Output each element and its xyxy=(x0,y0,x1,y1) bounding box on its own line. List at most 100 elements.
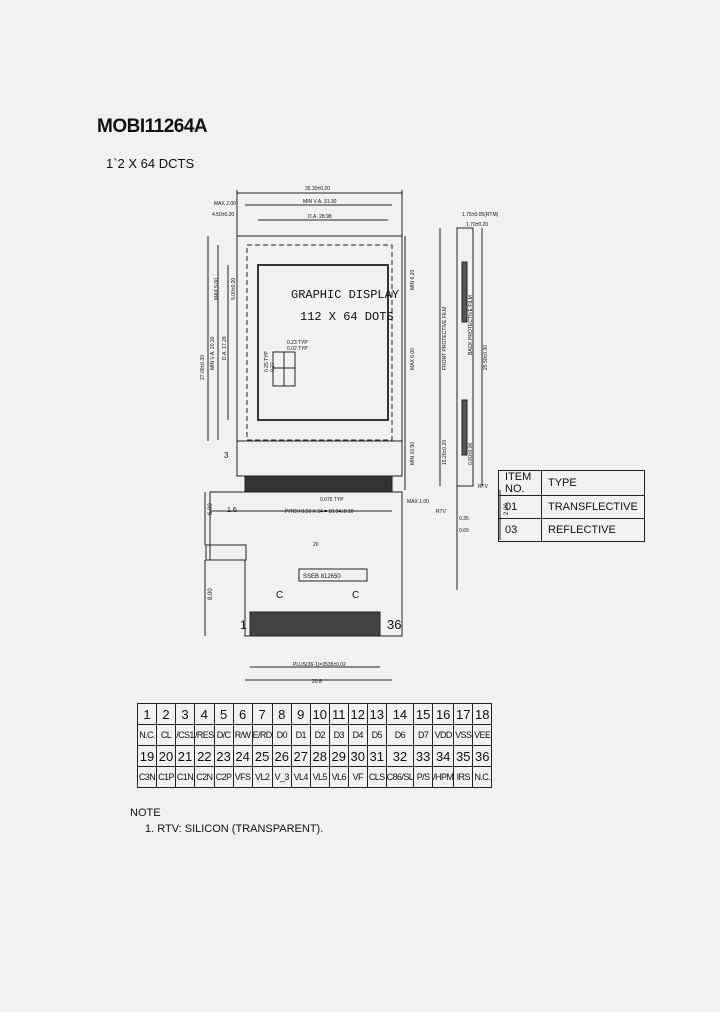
pin-number-cell: 18 xyxy=(472,703,493,725)
pin-number-cell: 12 xyxy=(347,703,368,725)
note-item: 1. RTV: SILICON (TRANSPARENT). xyxy=(145,823,324,835)
fpc-label-box xyxy=(298,568,368,582)
pin-number-cell: 27 xyxy=(290,745,311,767)
fpc-tab xyxy=(205,544,247,561)
pin-signal-cell: C86/SL xyxy=(385,766,415,788)
display-line-2: 112 X 64 DOTS xyxy=(300,310,394,324)
pin-signal-cell: E/RD xyxy=(251,724,273,746)
pin-signal-cell: C1N xyxy=(175,766,195,788)
pin-signal-cell: VL4 xyxy=(290,766,311,788)
dim-lead-h: 3 xyxy=(224,451,229,460)
dim-fpc-bottom-b: 20.8 xyxy=(312,679,322,685)
pin-signal-cell: D1 xyxy=(290,724,311,746)
dim-dot-top-a: 0.23 TYP xyxy=(287,340,308,346)
side-view-body xyxy=(456,227,474,487)
pin-signal-cell: VFS xyxy=(232,766,253,788)
side-front-film xyxy=(461,261,468,323)
pin-signal-cell: VL5 xyxy=(309,766,330,788)
pin-signal-cell: N.C. xyxy=(472,766,493,788)
pin-number-cell: 28 xyxy=(309,745,330,767)
pin-number-cell: 24 xyxy=(232,745,253,767)
dim-max-100: MAX 1.00 xyxy=(407,499,429,505)
side-back-film xyxy=(461,399,468,456)
connector-mark-left: C xyxy=(276,590,283,601)
pin-signal-cell: VL6 xyxy=(328,766,349,788)
model-title: MOBI11264A xyxy=(97,116,208,137)
pin-number-cell: 36 xyxy=(472,745,493,767)
pin-signal-cell: C2P xyxy=(213,766,234,788)
pin-number-cell: 14 xyxy=(385,703,415,725)
dim-left-600: 6.00 xyxy=(208,503,214,515)
pin-signal-cell: VF xyxy=(347,766,368,788)
pin-signal-cell: CL xyxy=(156,724,176,746)
pin-signal-cell: R/W xyxy=(232,724,253,746)
pin-signal-cell: IRS xyxy=(453,766,474,788)
pin-number-cell: 22 xyxy=(194,745,215,767)
type-table: ITEM NO. TYPE 01 TRANSFLECTIVE 03 REFLEC… xyxy=(498,470,645,542)
fpc-contacts xyxy=(249,611,381,637)
pin-number-cell: 8 xyxy=(271,703,292,725)
pin-number-cell: 25 xyxy=(251,745,273,767)
dim-dot-left-b: 0.27 xyxy=(270,362,276,372)
type-table-row: 03 REFLECTIVE xyxy=(498,518,645,542)
type-table-row: 01 TRANSFLECTIVE xyxy=(498,495,645,519)
pin-signal-cell: C2N xyxy=(194,766,215,788)
dim-side-top-b: 1.70±0.20 xyxy=(466,222,488,228)
model-subtitle: 1`2 X 64 DCTS xyxy=(106,156,195,171)
pin-number-cell: 3 xyxy=(175,703,195,725)
pin-number-cell: 7 xyxy=(251,703,273,725)
dim-top-outline: 35.30±0.20 xyxy=(305,186,330,192)
dim-left-small: 5.00±0.20 xyxy=(231,278,237,300)
pin-signal-cell: CLS xyxy=(366,766,387,788)
active-area xyxy=(257,264,389,421)
pin-signal-cell: D7 xyxy=(413,724,434,746)
pin-number-cell: 13 xyxy=(366,703,387,725)
dim-fpc-w: 20 xyxy=(313,542,319,548)
pin-signal-cell: D5 xyxy=(366,724,387,746)
pin-signal-cell: C3N xyxy=(137,766,157,788)
dim-left-800: 8.00 xyxy=(208,588,214,600)
dim-left-outline: 27.00±0.30 xyxy=(200,355,206,380)
pin-last-label: 36 xyxy=(387,617,401,632)
dim-right-min-1050: MIN 10.50 xyxy=(410,442,416,465)
side-back-film-label: BACK PROTECTIVE FILM xyxy=(468,295,474,355)
module-outline xyxy=(236,235,403,442)
pin-signal-cell: /CS1 xyxy=(175,724,195,746)
type-item-no: 01 xyxy=(498,495,542,519)
type-table-header: ITEM NO. TYPE xyxy=(498,470,645,496)
type-header-type: TYPE xyxy=(541,470,645,496)
pin-number-cell: 10 xyxy=(309,703,330,725)
type-name: TRANSFLECTIVE xyxy=(541,495,645,519)
pin-number-cell: 21 xyxy=(175,745,195,767)
dim-side-d2: 15.20±0.20 xyxy=(442,440,448,465)
dim-left-min-va: MIN V.A. 20.30 xyxy=(210,336,216,370)
type-header-item: ITEM NO. xyxy=(498,470,542,496)
side-front-film-label: FRONT PROTECTIVE FILM xyxy=(442,307,448,370)
lower-glass xyxy=(236,440,403,477)
dim-side-d1: 25.50±0.30 xyxy=(483,345,489,370)
pin-signal-cell: /HPM xyxy=(432,766,455,788)
display-line-1: GRAPHIC DISPLAY xyxy=(291,288,399,302)
pin-number-cell: 19 xyxy=(137,745,157,767)
dim-top-aa: D.A. 28.98 xyxy=(308,214,332,220)
pin-number-cell: 35 xyxy=(453,745,474,767)
side-rtv-label: RTV xyxy=(478,484,489,490)
pin-number-cell: 30 xyxy=(347,745,368,767)
pin-number-cell: 9 xyxy=(290,703,311,725)
dim-right-min-620: MIN 6.20 xyxy=(410,269,416,290)
pin-number-cell: 17 xyxy=(453,703,474,725)
dim-top-min-va: MIN V.A. 31.30 xyxy=(303,199,337,205)
dim-side-035: 0.35 xyxy=(459,516,469,522)
dim-fpc-bottom-a: PLUS(36-1)=3535±0.02 xyxy=(293,662,346,668)
dim-side-top-a: 1.75±0.05(RTM) xyxy=(462,212,499,218)
dim-left-aa: D.A. 17.28 xyxy=(222,336,228,360)
pin-signal-cell: VDD xyxy=(432,724,455,746)
dim-lead-w: 1.6 xyxy=(227,507,237,514)
pin-signal-cell: VL2 xyxy=(251,766,273,788)
dim-pitch-a: 0.075 TYP xyxy=(320,497,344,503)
pin-number-cell: 31 xyxy=(366,745,387,767)
pin-number-cell: 23 xyxy=(213,745,234,767)
pin-signal-cell: D/C xyxy=(213,724,234,746)
